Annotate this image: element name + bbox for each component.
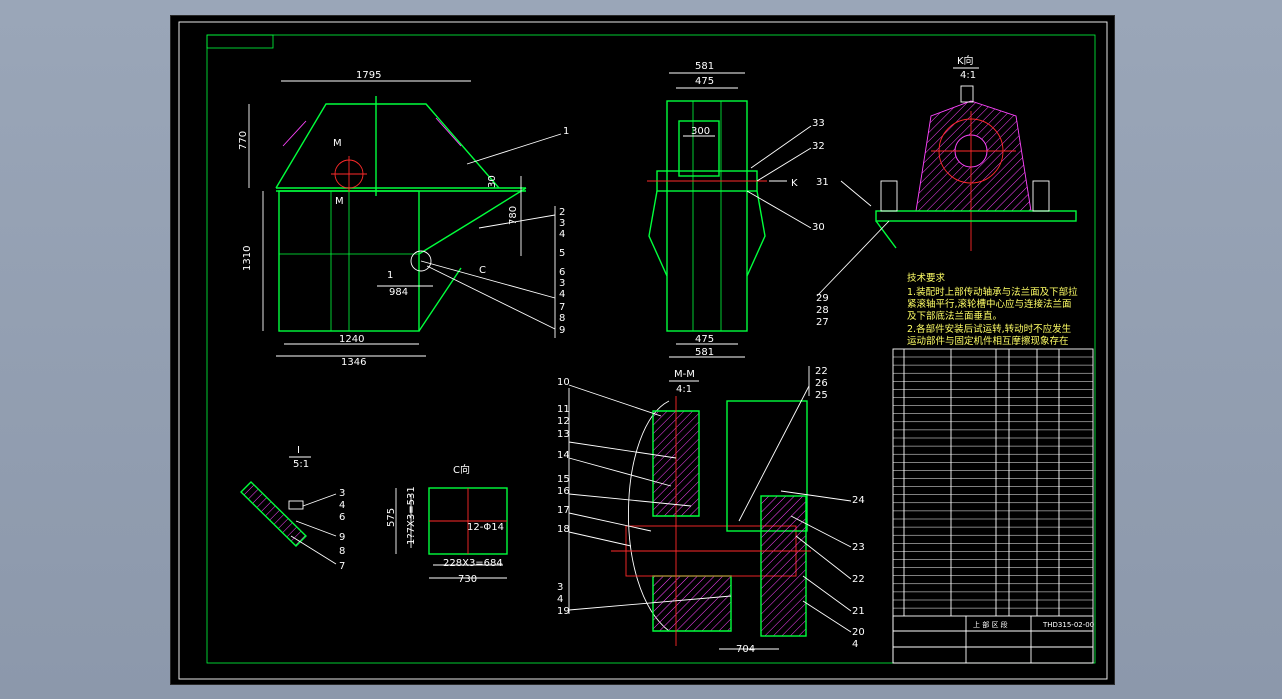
- c-dim-730: 730: [458, 574, 477, 585]
- mm-right-callout: 24: [852, 495, 865, 506]
- notes-line-2: 紧滚轴平行,滚轮槽中心应与连接法兰面: [907, 298, 1072, 310]
- dim-984: 984: [389, 287, 408, 298]
- k-callout-29: 29: [816, 293, 829, 304]
- mm-scale: 4:1: [676, 384, 692, 395]
- drawing-number: THD315-02-00: [1042, 621, 1094, 629]
- side-callout-30: 30: [812, 222, 825, 233]
- mm-left-callout: 10: [557, 377, 570, 388]
- front-view: 1795 770 1310 30 780 984 1240 1346 M M 1…: [238, 70, 569, 368]
- mm-left-callout: 15: [557, 474, 570, 485]
- mm-dim-704: 704: [736, 644, 755, 655]
- mm-left-callout: 14: [557, 450, 570, 461]
- mm-right-callout: 21: [852, 606, 865, 617]
- c-dim-holes: 12-Φ14: [467, 522, 504, 533]
- mm-left-callout: 17: [557, 505, 570, 516]
- notes-line-4: 2.各部件安装后试运转,转动时不应发生: [907, 323, 1072, 335]
- mm-left-callout: 19: [557, 606, 570, 617]
- drawing-border: [206, 34, 1096, 664]
- detail-i-scale: 5:1: [293, 459, 309, 470]
- dim-300: 300: [691, 126, 710, 137]
- front-callout: 3: [559, 218, 565, 229]
- c-dim-684: 228X3=684: [443, 558, 503, 569]
- mm-left-callout: 3: [557, 582, 563, 593]
- dim-1310: 1310: [242, 246, 253, 271]
- mm-left-callout: 4: [557, 594, 563, 605]
- callout-1: 1: [563, 126, 569, 137]
- detail-i-callout: 3: [339, 488, 345, 499]
- drawing-name: 上 部 区 段: [973, 620, 1008, 629]
- label-m-top: M: [333, 138, 342, 149]
- detail-i-callout: 9: [339, 532, 345, 543]
- mm-left-callout: 12: [557, 416, 570, 427]
- mm-right-callout: 25: [815, 390, 828, 401]
- drawing-sheet: 1795 770 1310 30 780 984 1240 1346 M M 1…: [178, 21, 1108, 680]
- technical-notes: 技术要求 1.装配时上部传动轴承与法兰面及下部拉 紧滚轴平行,滚轮槽中心应与连接…: [907, 272, 1078, 347]
- front-callout: 8: [559, 313, 565, 324]
- k-view-scale: 4:1: [960, 70, 976, 81]
- k-view: K向 4:1 31 29 28 27: [816, 54, 1077, 328]
- mm-left-callout: 13: [557, 429, 570, 440]
- side-k-label: K: [791, 178, 798, 189]
- dim-1240: 1240: [339, 334, 364, 345]
- detail-i-view: I 5:1 3 4 6 9 8 7: [240, 445, 345, 572]
- parts-list-table: THD315-02-00 上 部 区 段: [892, 348, 1094, 664]
- front-callout: 6: [559, 267, 565, 278]
- mm-left-callout: 11: [557, 404, 570, 415]
- side-view: 581 475 300 475 581 33 32 30 K: [647, 61, 825, 358]
- detail-i-callout: 4: [339, 500, 345, 511]
- dim-1346: 1346: [341, 357, 366, 368]
- dim-1795: 1795: [356, 70, 381, 81]
- dim-475-top: 475: [695, 76, 714, 87]
- front-callout: 5: [559, 248, 565, 259]
- mm-right-callout: 4: [852, 639, 858, 650]
- detail-i-title: I: [297, 445, 300, 456]
- detail-i-callout: 6: [339, 512, 345, 523]
- c-view-title: C向: [453, 463, 470, 476]
- front-callout: 2: [559, 207, 565, 218]
- notes-line-5: 运动部件与固定机件相互摩擦现象存在: [907, 335, 1069, 347]
- mm-right-callout: 22: [815, 366, 828, 377]
- detail-i-callout: 7: [339, 561, 345, 572]
- k-view-title: K向: [957, 54, 974, 67]
- k-callout-27: 27: [816, 317, 829, 328]
- mm-right-callout: 26: [815, 378, 828, 389]
- dim-581-top: 581: [695, 61, 714, 72]
- mm-left-callout: 18: [557, 524, 570, 535]
- front-callouts: 2 3 4 5 6 3 4 7 8 9: [420, 206, 565, 338]
- c-dim-575: 575: [386, 508, 397, 527]
- c-dim-531: 1?7X3=531: [406, 486, 417, 545]
- dim-581-bottom: 581: [695, 347, 714, 358]
- front-callout: 7: [559, 302, 565, 313]
- outer-frame: [178, 21, 1108, 680]
- notes-line-3: 及下部底法兰面垂直。: [907, 310, 1002, 322]
- mm-right-callout: 23: [852, 542, 865, 553]
- dim-475-bottom: 475: [695, 334, 714, 345]
- title-corner-box: [206, 34, 274, 49]
- front-callout: 3: [559, 278, 565, 289]
- k-callout-28: 28: [816, 305, 829, 316]
- dim-30: 30: [487, 175, 498, 188]
- mm-right-callout: 20: [852, 627, 865, 638]
- front-callout: 4: [559, 289, 565, 300]
- notes-line-1: 1.装配时上部传动轴承与法兰面及下部拉: [907, 286, 1078, 298]
- side-callout-33: 33: [812, 118, 825, 129]
- mm-title: M-M: [674, 369, 695, 380]
- cad-drawing-viewport[interactable]: 1795 770 1310 30 780 984 1240 1346 M M 1…: [170, 15, 1115, 685]
- label-m-bottom: M: [335, 196, 344, 207]
- dim-770: 770: [238, 131, 249, 150]
- k-callout-31: 31: [816, 177, 829, 188]
- section-mm-view: M-M 4:1 704 10 11 12 13 14 15 16 17 18 3…: [557, 366, 865, 655]
- mm-left-callout: 16: [557, 486, 570, 497]
- dim-780: 780: [508, 206, 519, 225]
- mm-right-callout: 22: [852, 574, 865, 585]
- side-callout-32: 32: [812, 141, 825, 152]
- label-detail-1: 1: [387, 270, 393, 281]
- front-callout: 9: [559, 325, 565, 336]
- c-view: C向 575 1?7X3=531 12-Φ14 228X3=684 730: [386, 463, 508, 585]
- label-c: C: [479, 265, 486, 276]
- notes-heading: 技术要求: [907, 272, 946, 284]
- front-callout: 4: [559, 229, 565, 240]
- detail-i-callout: 8: [339, 546, 345, 557]
